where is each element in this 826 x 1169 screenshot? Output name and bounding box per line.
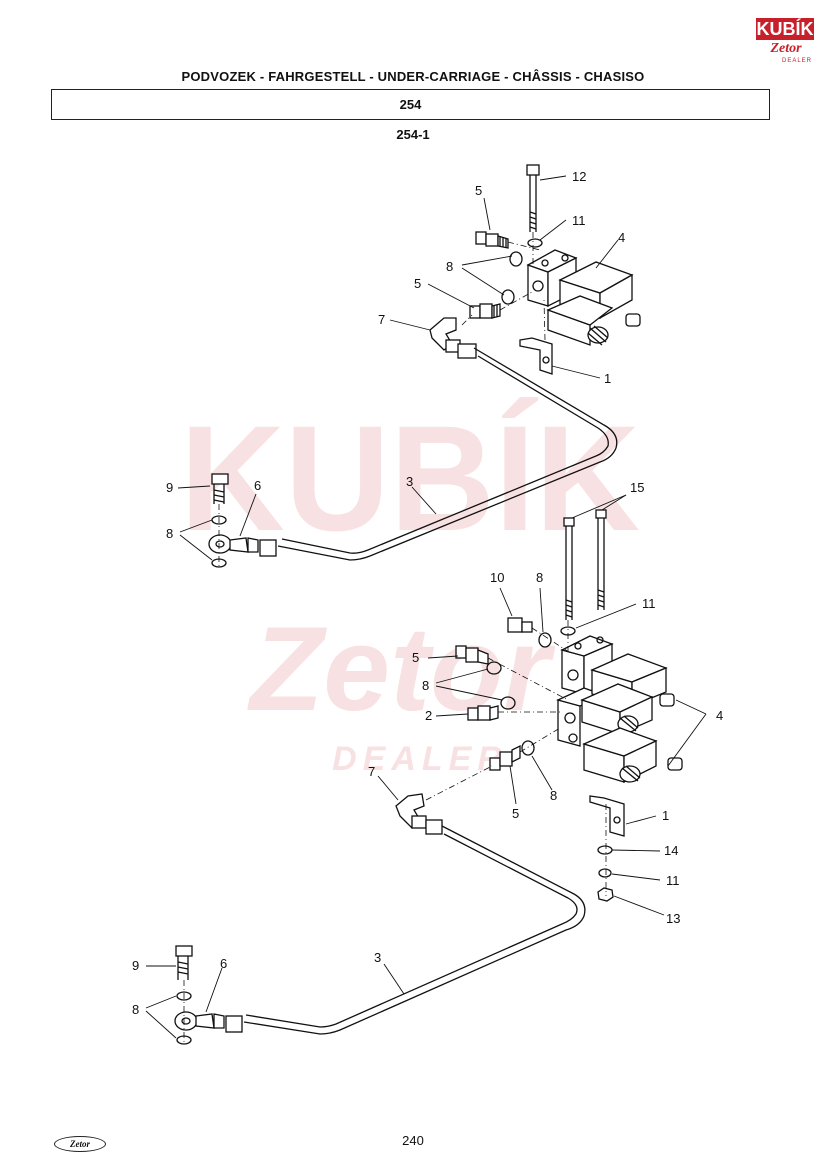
watermark-zetor: Zetor (247, 602, 556, 736)
washer-11-upper (527, 238, 543, 248)
elbow-7-lower (395, 793, 443, 835)
seal-ring-8-lower-c (500, 696, 516, 710)
bracket-1-upper (519, 337, 553, 375)
page-title: PODVOZEK - FAHRGESTELL - UNDER-CARRIAGE … (181, 69, 645, 84)
callout-label: 8 (422, 678, 429, 693)
fitting-10 (507, 617, 533, 633)
callout-label: 12 (572, 169, 586, 184)
leader-lines (145, 175, 707, 1039)
kubik-zetor-dealer-logo: KUBÍK Zetor DEALER (756, 14, 814, 66)
callout-label: 8 (132, 1002, 139, 1017)
callout-label: 6 (254, 478, 261, 493)
callout-label: 4 (716, 708, 723, 723)
fitting-2-lower (467, 705, 499, 721)
bolt-12-upper (526, 164, 540, 232)
callout-label: 8 (166, 526, 173, 541)
page-number: 240 (402, 1133, 424, 1148)
callout-label: 5 (414, 276, 421, 291)
pipe-3-lower (243, 825, 586, 1035)
callout-label: 8 (550, 788, 557, 803)
bracket-1-lower (589, 795, 625, 837)
callout-label: 9 (132, 958, 139, 973)
callout-label: 5 (475, 183, 482, 198)
solenoid-4-lower-c (582, 727, 683, 784)
callout-label: 11 (572, 213, 586, 228)
banjo-6-upper (208, 534, 277, 557)
callout-label: 8 (446, 259, 453, 274)
logo-zetor-text: Zetor (770, 41, 802, 56)
footer-zetor-logo: Zetor (54, 1136, 106, 1152)
callout-label: 7 (378, 312, 385, 327)
logo-kubik-text: KUBÍK (756, 18, 814, 40)
callout-labels: 12 11 4 5 8 5 7 1 9 3 6 8 15 10 8 11 5 8… (132, 169, 723, 1017)
fitting-5-lower-a (455, 645, 489, 665)
callout-label: 5 (512, 806, 519, 821)
washer-14 (597, 845, 613, 855)
callout-label: 3 (406, 474, 413, 489)
callout-label: 2 (425, 708, 432, 723)
callout-label: 6 (220, 956, 227, 971)
callout-label: 10 (490, 570, 504, 585)
subgroup-title: 254-1 (396, 127, 430, 142)
callout-label: 1 (604, 371, 611, 386)
banjo-6-lower (174, 1011, 243, 1033)
callout-label: 14 (664, 843, 678, 858)
fitting-5-top-upper (475, 231, 509, 249)
fitting-5-lower-b (489, 744, 521, 771)
callout-label: 11 (666, 873, 680, 888)
seal-ring-8-upper-a (509, 251, 523, 267)
bolt-9-lower (175, 945, 193, 980)
callout-label: 5 (412, 650, 419, 665)
nut-13 (597, 887, 614, 902)
solenoid-4-lower-b (580, 683, 654, 735)
washer-11-lower-bottom (598, 868, 612, 878)
alignment-lines (183, 232, 607, 1044)
seal-ring-8-lower-b (486, 661, 502, 675)
callout-label: 9 (166, 480, 173, 495)
seal-ring-8-upper-b (501, 289, 515, 305)
callout-label: 1 (662, 808, 669, 823)
watermark-dealer: DEALER (332, 740, 508, 778)
group-number-box: 254 (51, 89, 770, 120)
callout-label: 15 (630, 480, 644, 495)
callout-label: 11 (642, 596, 656, 611)
bolts-15-lower (563, 509, 607, 620)
seal-ring-8-lower-d (521, 740, 535, 756)
elbow-7-upper (429, 317, 477, 359)
logo-dealer-text: DEALER (781, 58, 812, 64)
callout-label: 3 (374, 950, 381, 965)
dealer-watermark: KUBÍK Zetor DEALER (180, 394, 640, 778)
bolt-9-upper (211, 473, 229, 504)
callout-label: 13 (666, 911, 680, 926)
pipe-3-upper (277, 347, 618, 561)
seal-ring-8-lower-e (176, 991, 192, 1001)
fitting-5-lower-upper (469, 303, 501, 319)
solenoid-4-upper (546, 261, 641, 346)
callout-label: 8 (536, 570, 543, 585)
watermark-kubik: KUBÍK (180, 394, 640, 562)
callout-label: 7 (368, 764, 375, 779)
callout-label: 4 (618, 230, 625, 245)
